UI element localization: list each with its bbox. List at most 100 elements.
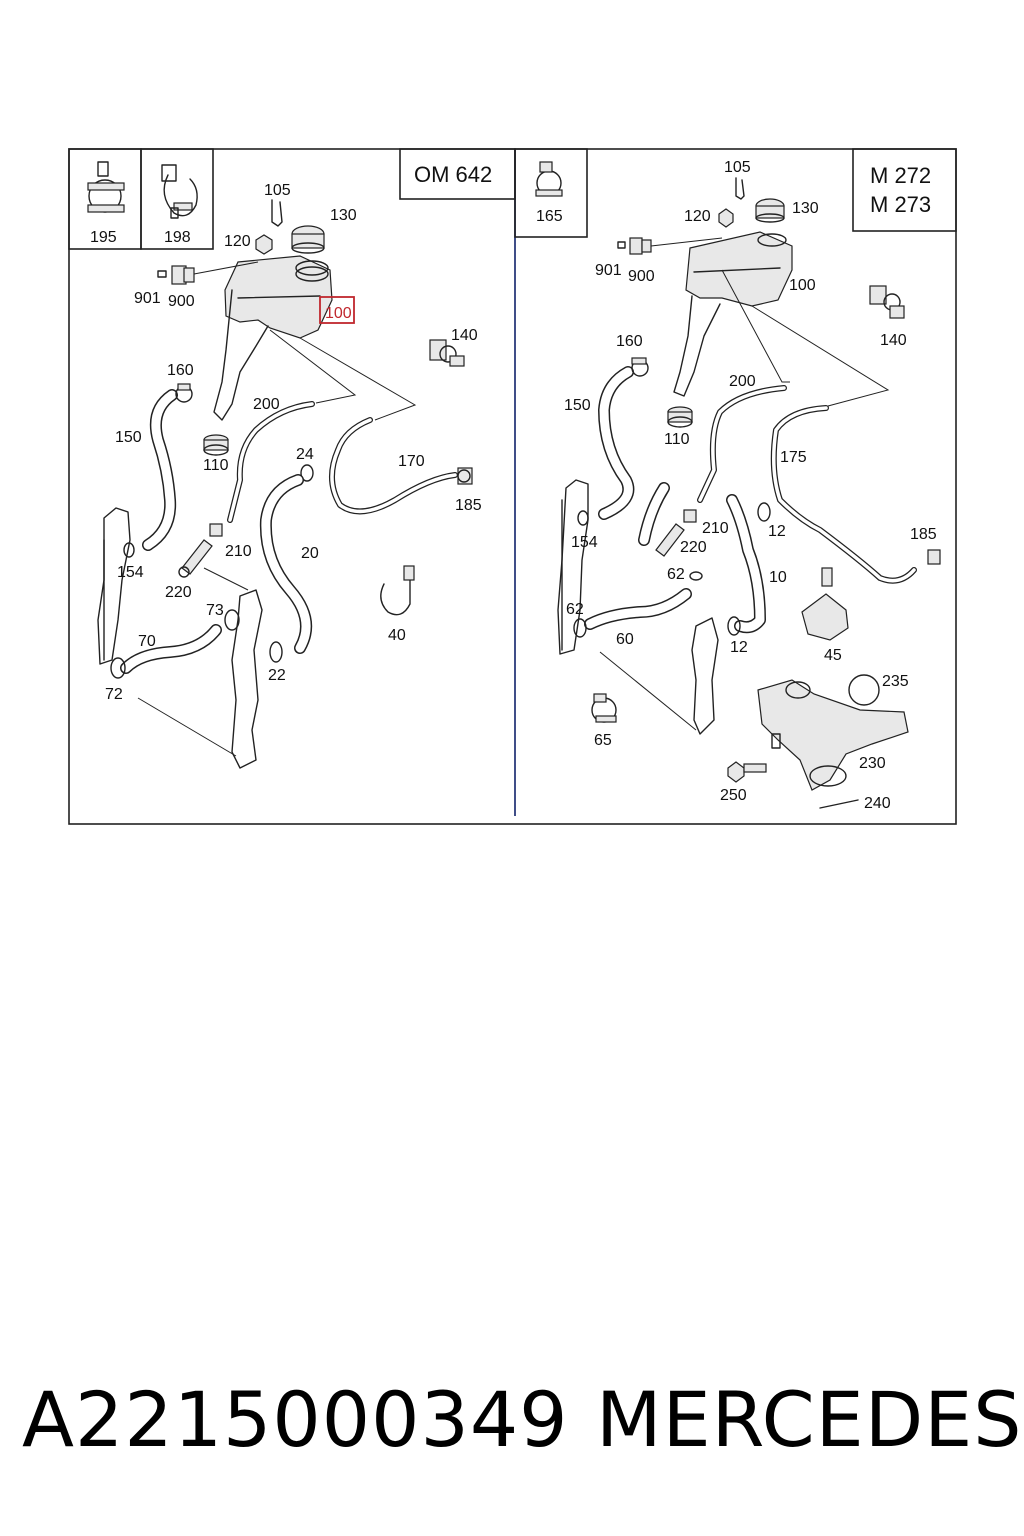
callout-150: 150 — [115, 429, 142, 446]
expansion-tank-right-icon — [673, 231, 793, 397]
callout-62-right: 62 — [667, 566, 685, 583]
engine-label-om642: OM 642 — [414, 162, 492, 187]
leader-right-tank — [721, 269, 790, 383]
callout-10-right: 10 — [769, 569, 787, 586]
clamp-185-right-icon — [927, 549, 941, 565]
outlet-housing-230-icon — [757, 679, 909, 791]
leader-tank-170 — [299, 337, 417, 421]
part-240-icon — [819, 799, 859, 809]
leader-right-tank-2 — [751, 305, 890, 407]
callout-65-right: 65 — [594, 732, 612, 749]
inset-label-195: 195 — [90, 229, 117, 246]
callout-130-right: 130 — [792, 200, 819, 217]
seal-22-icon — [269, 641, 283, 663]
callout-220: 220 — [165, 584, 192, 601]
callout-185: 185 — [455, 497, 482, 514]
bracket-105-icon — [271, 199, 283, 227]
inset-box-198 — [140, 148, 214, 250]
coolant-housing-icon — [231, 589, 263, 769]
inset-label-165: 165 — [536, 208, 563, 225]
seal-62b-right-icon — [573, 618, 587, 638]
connector-220-right-icon — [655, 509, 697, 557]
seal-12-right-icon — [757, 502, 771, 522]
callout-160-right: 160 — [616, 333, 643, 350]
callout-900-right: 900 — [628, 268, 655, 285]
right-panel: M 272 M 273 — [514, 148, 957, 812]
callout-235-right: 235 — [882, 673, 909, 690]
clamp-160-icon — [175, 383, 193, 403]
callout-110: 110 — [203, 457, 229, 474]
callout-175-right: 175 — [780, 449, 807, 466]
callout-100-right: 100 — [789, 277, 816, 294]
heat-shield-45-icon — [801, 567, 849, 641]
leader-220 — [203, 567, 249, 591]
callout-12b-right: 12 — [730, 639, 748, 656]
coolant-housing-right-icon — [691, 617, 719, 735]
tank-cap-icon — [291, 225, 325, 254]
callout-100-highlighted[interactable]: 100 — [325, 305, 352, 322]
callout-140-right: 140 — [880, 332, 907, 349]
part-number: A2215000349 — [22, 1375, 569, 1464]
connector-210-icon — [209, 523, 223, 537]
callout-200-right: 200 — [729, 373, 756, 390]
expansion-tank-icon — [213, 255, 333, 421]
nut-icon — [255, 234, 273, 255]
callout-901-right: 901 — [595, 262, 622, 279]
seal-73-icon — [224, 609, 240, 631]
callout-120-right: 120 — [684, 208, 711, 225]
strap-40-icon — [380, 565, 415, 616]
callout-120: 120 — [224, 233, 251, 250]
hose-clamp-icon — [87, 161, 125, 213]
highlight-box-100[interactable] — [319, 296, 355, 324]
callout-210: 210 — [225, 543, 252, 560]
level-sensor-right-icon — [617, 237, 723, 255]
callout-105: 105 — [264, 182, 291, 199]
callout-154-right: 154 — [571, 534, 598, 551]
left-panel: OM 642 — [68, 148, 516, 769]
callout-230-right: 230 — [859, 755, 886, 772]
clamp-160-right-icon — [631, 357, 649, 377]
bolt-250-icon — [727, 761, 767, 783]
seal-24-icon — [300, 464, 314, 482]
callout-240-right: 240 — [864, 795, 891, 812]
callout-170: 170 — [398, 453, 425, 470]
callout-72: 72 — [105, 686, 123, 703]
callout-130: 130 — [330, 207, 357, 224]
seal-72-icon — [110, 657, 126, 679]
bracket-105-right-icon — [735, 177, 745, 200]
callout-154: 154 — [117, 564, 144, 581]
grommet-110-right-icon — [667, 406, 693, 428]
callout-150-right: 150 — [564, 397, 591, 414]
inset-label-198: 198 — [164, 229, 191, 246]
spring-clamp-icon — [161, 164, 198, 219]
callout-40: 40 — [388, 627, 406, 644]
seal-235-icon — [848, 674, 880, 706]
callout-185-right: 185 — [910, 526, 937, 543]
radiator-right-icon — [557, 479, 589, 655]
clamp-185-icon — [457, 467, 473, 485]
leader-72 — [137, 697, 237, 757]
callout-220-right: 220 — [680, 539, 707, 556]
engine-label-box-right — [852, 148, 957, 232]
callout-210-right: 210 — [702, 520, 729, 537]
callout-200: 200 — [253, 396, 280, 413]
radiator-left-icon — [97, 507, 131, 665]
leader-right-65 — [599, 651, 697, 731]
callout-160: 160 — [167, 362, 194, 379]
inset-box-165 — [514, 148, 588, 238]
callout-20: 20 — [301, 545, 319, 562]
callout-105-right: 105 — [724, 159, 751, 176]
connector-220-icon — [178, 539, 213, 578]
callout-70: 70 — [138, 633, 156, 650]
callout-140: 140 — [451, 327, 478, 344]
callout-45-right: 45 — [824, 647, 842, 664]
callout-73: 73 — [206, 602, 224, 619]
callout-250-right: 250 — [720, 787, 747, 804]
clamp-140-left-icon — [429, 339, 465, 367]
clamp-140-right-icon — [869, 285, 905, 319]
callout-901: 901 — [134, 290, 161, 307]
brand-name: MERCEDES — [596, 1375, 1023, 1464]
washer-154-right-icon — [577, 510, 589, 526]
level-sensor-icon — [157, 261, 259, 285]
callout-62b-right: 62 — [566, 601, 584, 618]
